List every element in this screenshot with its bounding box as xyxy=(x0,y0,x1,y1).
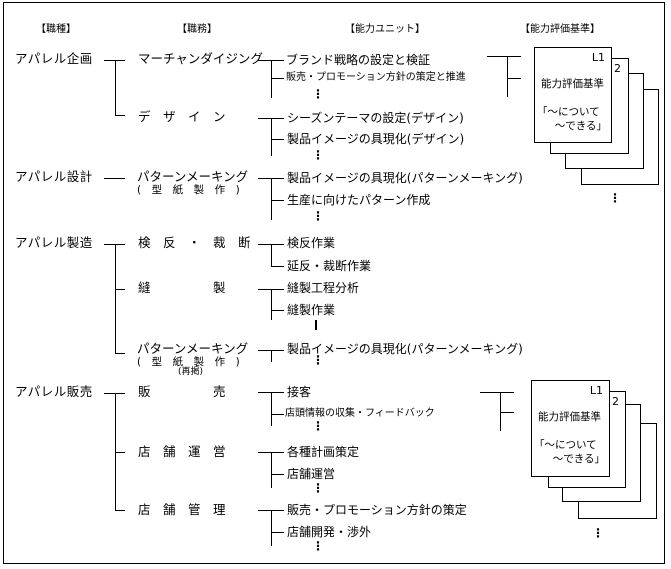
connector-line xyxy=(480,392,514,393)
occupation-sales: アパレル販売 xyxy=(15,384,93,399)
connector-line xyxy=(115,393,116,510)
card-quote-line1: 「～について xyxy=(537,106,600,118)
unit-item: 製品イメージの具現化(パターンメーキング) xyxy=(287,342,523,356)
connector-line xyxy=(104,178,125,179)
criteria-card-level-1: L1 能力評価基準 「～について ～できる」 xyxy=(534,47,612,143)
ellipsis: ⋮ xyxy=(592,526,604,540)
unit-item: 販売・プロモーション方針の策定 xyxy=(287,503,467,517)
connector-line xyxy=(271,474,284,475)
header-unit: 【能力ユニット】 xyxy=(345,24,425,35)
duty-inspection-cutting: 検 反 ・ 裁 断 xyxy=(138,235,251,250)
connector-line xyxy=(271,244,272,266)
ellipsis: ⋮ xyxy=(312,481,324,495)
connector-line xyxy=(507,78,521,79)
connector-line xyxy=(271,60,272,98)
unit-item: 縫製作業 xyxy=(287,303,336,317)
connector-line xyxy=(507,56,508,97)
connector-line xyxy=(271,350,272,362)
occupation-design-engineering: アパレル設計 xyxy=(15,169,93,184)
connector-line xyxy=(271,178,272,220)
connector-line xyxy=(115,244,116,353)
connector-line xyxy=(500,412,514,413)
ellipsis-bar xyxy=(315,320,317,330)
connector-line xyxy=(115,289,125,290)
occupation-manufacturing: アパレル製造 xyxy=(15,235,93,250)
unit-item: 各種計画策定 xyxy=(287,445,360,459)
unit-item: 店舗運営 xyxy=(287,467,336,481)
duty-sublabel: ( 型 紙 製 作 ) xyxy=(137,184,240,196)
connector-line xyxy=(487,56,521,57)
criteria-card-level-1: L1 能力評価基準 「～について ～できる」 xyxy=(531,380,610,477)
connector-line xyxy=(500,392,501,431)
ellipsis: ⋮ xyxy=(312,419,324,433)
repost-note: (再掲) xyxy=(178,367,204,377)
duty-store-operation: 店 舗 運 営 xyxy=(138,444,226,459)
card-level: L1 xyxy=(589,384,603,397)
card-quote-line1: 「～について xyxy=(534,439,597,451)
connector-line xyxy=(271,414,284,415)
connector-line xyxy=(115,353,125,354)
card-level: 2 xyxy=(614,62,621,75)
header-duty: 【職務】 xyxy=(177,24,217,35)
connector-line xyxy=(271,392,272,426)
duty-store-management: 店 舗 管 理 xyxy=(138,502,226,517)
connector-line xyxy=(104,60,125,61)
duty-sales: 販 売 xyxy=(138,384,226,399)
connector-line xyxy=(104,393,125,394)
card-title: 能力評価基準 xyxy=(538,411,601,423)
header-criteria: 【能力評価基準】 xyxy=(520,24,600,35)
card-level: L1 xyxy=(591,51,605,64)
ellipsis: ⋮ xyxy=(609,191,621,205)
occupation-planning: アパレル企画 xyxy=(15,51,93,66)
connector-line xyxy=(271,200,284,201)
ellipsis: ⋮ xyxy=(312,148,324,162)
duty-pattern-making-repost: パターンメーキング xyxy=(137,341,249,356)
card-title: 能力評価基準 xyxy=(541,78,604,90)
connector-line xyxy=(271,289,272,320)
ellipsis: ⋮ xyxy=(312,353,324,367)
ellipsis: ⋮ xyxy=(312,209,324,223)
unit-item: ブランド戦略の設定と検証 xyxy=(286,53,431,67)
unit-item: 店舗開発・渉外 xyxy=(287,525,372,539)
unit-item: 検反作業 xyxy=(287,236,336,250)
connector-line xyxy=(271,452,272,488)
duty-merchandising: マーチャンダイジング xyxy=(138,51,263,66)
unit-item: シーズンテーマの設定(デザイン) xyxy=(287,111,464,125)
ellipsis: ⋮ xyxy=(312,87,324,101)
unit-item: 延反・裁断作業 xyxy=(287,259,372,273)
unit-item: 縫製工程分析 xyxy=(287,281,360,295)
ellipsis: ⋮ xyxy=(312,539,324,553)
unit-item: 製品イメージの具現化(デザイン) xyxy=(287,132,465,146)
connector-line xyxy=(271,78,284,79)
card-level: 2 xyxy=(612,395,619,408)
unit-item: 接客 xyxy=(287,385,312,399)
card-quote-line2: ～できる」 xyxy=(554,120,607,132)
duty-pattern-making: パターンメーキング xyxy=(137,169,249,184)
header-occupation: 【職種】 xyxy=(36,24,76,35)
duty-sublabel: ( 型 紙 製 作 ) xyxy=(137,356,240,368)
duty-sewing: 縫 製 xyxy=(138,280,226,295)
connector-line xyxy=(115,452,125,453)
connector-line xyxy=(115,115,125,116)
connector-line xyxy=(271,266,284,267)
unit-item: 製品イメージの具現化(パターンメーキング) xyxy=(287,171,523,185)
connector-line xyxy=(271,510,272,546)
connector-line xyxy=(115,510,125,511)
connector-line xyxy=(271,139,284,140)
card-quote-line2: ～できる」 xyxy=(552,453,605,465)
connector-line xyxy=(271,310,284,311)
unit-item: 店頭情報の収集・フィードバック xyxy=(285,408,435,419)
connector-line xyxy=(115,60,116,115)
connector-line xyxy=(271,118,272,156)
connector-line xyxy=(104,244,125,245)
duty-design: デ ザ イ ン xyxy=(138,109,226,124)
diagram-frame xyxy=(3,2,665,564)
connector-line xyxy=(271,532,284,533)
unit-item: 販売・プロモーション方針の策定と推進 xyxy=(286,72,466,83)
unit-item: 生産に向けたパターン作成 xyxy=(287,193,431,207)
